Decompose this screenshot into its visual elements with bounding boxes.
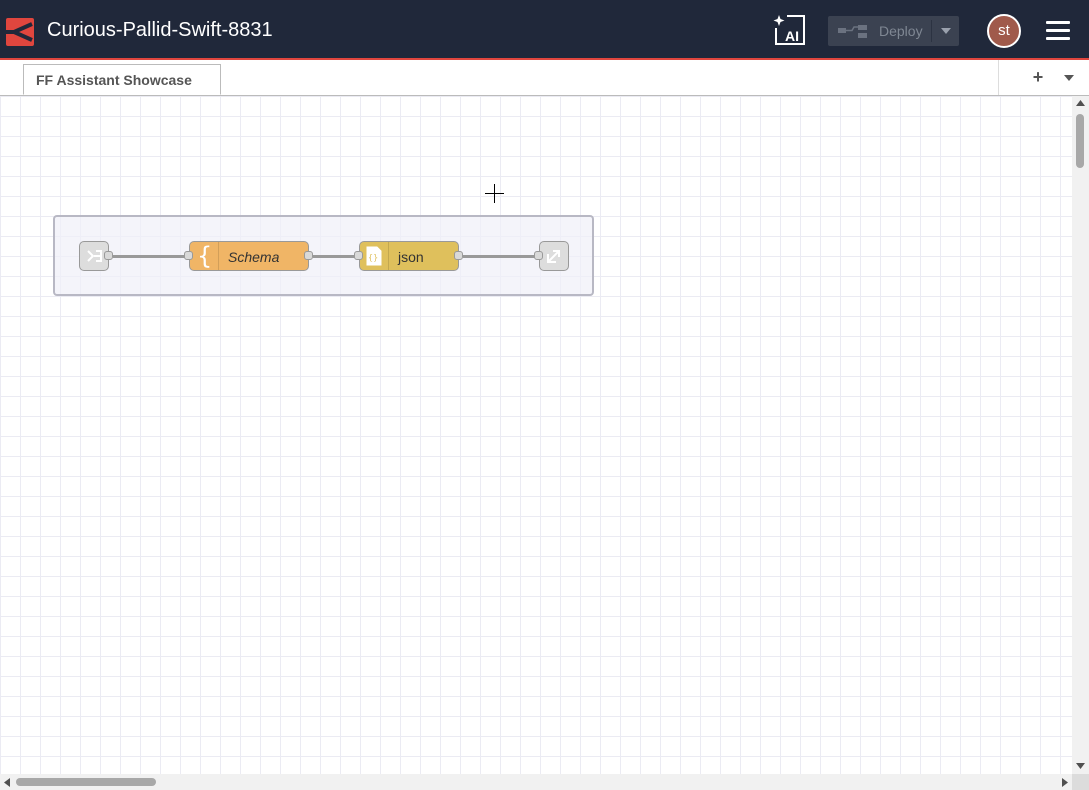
- crosshair-cursor-icon: [485, 184, 504, 203]
- wire[interactable]: [313, 255, 359, 258]
- tab-label: FF Assistant Showcase: [36, 72, 192, 88]
- flow-canvas[interactable]: { Schema {} json: [0, 96, 1072, 774]
- header-bar: Curious-Pallid-Swift-8831 AI Deploy st: [0, 0, 1089, 60]
- scroll-down-icon[interactable]: [1076, 763, 1085, 769]
- schema-node-label: Schema: [228, 249, 280, 265]
- input-port[interactable]: [184, 251, 193, 260]
- hamburger-menu-icon[interactable]: [1046, 21, 1070, 41]
- horizontal-scroll-thumb[interactable]: [16, 778, 156, 786]
- link-out-node[interactable]: [539, 241, 569, 271]
- json-node-label: json: [398, 249, 424, 265]
- scroll-right-icon[interactable]: [1062, 778, 1068, 787]
- flowfuse-logo-icon: [6, 18, 34, 46]
- output-port[interactable]: [454, 251, 463, 260]
- deploy-button[interactable]: Deploy: [828, 16, 959, 46]
- link-out-icon: [547, 250, 560, 263]
- schema-node-icon-area: {: [190, 242, 219, 270]
- curly-braces-icon: {: [197, 242, 213, 270]
- svg-text:{}: {}: [368, 253, 378, 262]
- wire[interactable]: [463, 255, 539, 258]
- input-port[interactable]: [354, 251, 363, 260]
- json-node-icon-area: {}: [360, 242, 389, 270]
- workspace-tab-bar: FF Assistant Showcase +: [0, 60, 1089, 96]
- user-avatar[interactable]: st: [987, 14, 1021, 48]
- app-title: Curious-Pallid-Swift-8831: [47, 19, 273, 41]
- wire[interactable]: [113, 255, 189, 258]
- link-in-icon: [87, 250, 102, 262]
- add-tab-button[interactable]: +: [1032, 67, 1044, 87]
- deploy-separator: [931, 20, 932, 42]
- scrollbar-corner: [1072, 774, 1089, 790]
- svg-text:AI: AI: [785, 28, 799, 44]
- tab-ff-assistant-showcase[interactable]: FF Assistant Showcase: [23, 64, 221, 95]
- output-port[interactable]: [304, 251, 313, 260]
- deploy-flow-icon: [838, 25, 867, 38]
- json-file-icon: {}: [366, 246, 382, 266]
- input-port[interactable]: [534, 251, 543, 260]
- scroll-up-icon[interactable]: [1076, 100, 1085, 106]
- horizontal-scrollbar[interactable]: [0, 774, 1072, 790]
- chevron-down-icon[interactable]: [941, 28, 951, 34]
- tab-divider: [998, 60, 999, 95]
- vertical-scrollbar[interactable]: [1072, 96, 1089, 774]
- deploy-label: Deploy: [879, 23, 923, 39]
- json-node[interactable]: {} json: [359, 241, 459, 271]
- scroll-left-icon[interactable]: [4, 778, 10, 787]
- ai-sparkle-icon[interactable]: AI: [773, 13, 807, 47]
- vertical-scroll-thumb[interactable]: [1076, 114, 1084, 168]
- output-port[interactable]: [104, 251, 113, 260]
- tab-list-chevron-icon[interactable]: [1064, 75, 1074, 81]
- schema-node[interactable]: { Schema: [189, 241, 309, 271]
